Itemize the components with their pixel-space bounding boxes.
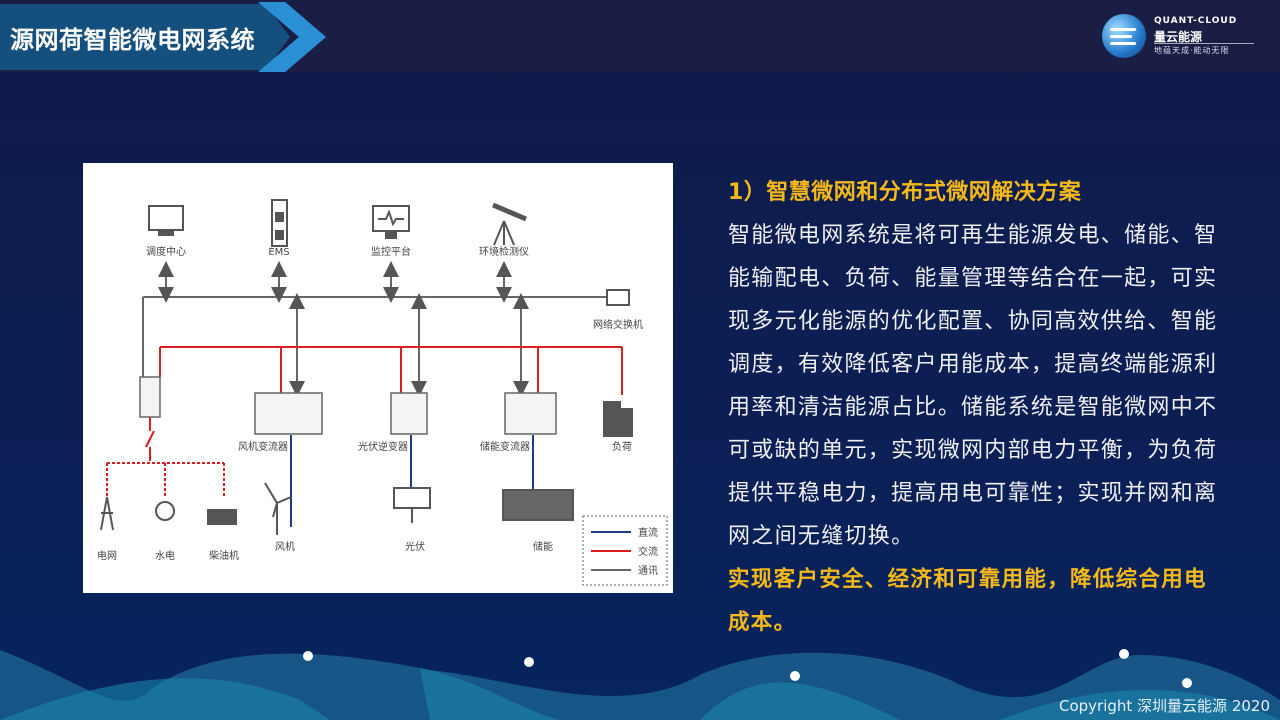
storage-converter-icon [504,392,557,435]
title-band [0,4,290,70]
hydro-icon [155,501,175,521]
logo-divider [1154,43,1254,44]
environment-monitor-icon [492,202,527,246]
wind-turbine-icon [264,482,292,535]
legend-ac: 交流 [638,545,658,558]
switch-label: 网络交换机 [593,318,643,331]
source-label: 水电 [155,549,175,562]
globe-logo-icon [1102,14,1146,58]
converter-label: 风机变流器 [238,440,288,453]
logo-slogan: 地蕴天成·能动无限 [1154,46,1230,55]
generator-label: 光伏 [405,540,425,553]
description: 1）智慧微网和分布式微网解决方案 智能微电网系统是将可再生能源发电、储能、智 能… [728,172,1248,644]
logo-english: QUANT-CLOUD [1154,16,1238,26]
building-load-icon [603,401,633,437]
dispatch-center-icon [148,205,184,236]
diesel-generator-icon [207,509,237,525]
paragraph-line: 调度，有效降低客户用能成本，提高终端能源利 [728,352,1218,377]
section-heading: 1）智慧微网和分布式微网解决方案 [728,180,1082,205]
monitor-platform-icon [372,205,410,239]
logo-chinese: 量云能源 [1154,30,1203,44]
top-node-label: 环境检测仪 [479,245,529,258]
paragraph-line: 现多元化能源的优化配置、协同高效供给、智能 [728,309,1218,334]
paragraph-line: 智能微电网系统是将可再生能源发电、储能、智 [728,223,1218,248]
ac-bus [106,346,623,497]
page-title: 源网荷智能微电网系统 [10,26,255,54]
grid-tower-icon [100,496,114,531]
legend-dc: 直流 [638,526,658,539]
highlight-line: 实现客户安全、经济和可靠用能，降低综合用电 [728,567,1207,592]
pv-inverter-icon [390,392,428,435]
generator-label: 储能 [533,540,553,553]
generator-label: 风机 [275,540,295,553]
copyright: Copyright 深圳量云能源 2020 [1058,697,1270,715]
highlight-line: 成本。 [728,610,797,635]
source-label: 柴油机 [209,549,239,562]
load-label: 负荷 [612,440,632,453]
breaker-cabinet-icon [139,376,161,418]
wind-converter-icon [254,392,323,435]
paragraph-line: 用率和清洁能源占比。储能系统是智能微网中不 [728,395,1218,420]
ems-cabinet-icon [271,199,288,247]
header-bar: 源网荷智能微电网系统 QUANT-CLOUD 量云能源 地蕴天成·能动无限 [0,0,1280,72]
dc-lines [290,435,534,527]
paragraph-line: 网之间无缝切换。 [728,524,915,549]
top-node-label: EMS [268,247,289,258]
microgrid-diagram: 调度中心 EMS 监控平台 环境检测仪 网络交换机 风机变流器 光伏逆变器 储能… [83,163,673,593]
top-node-label: 调度中心 [146,245,186,258]
paragraph-line: 能输配电、负荷、能量管理等结合在一起，可实 [728,266,1218,291]
network-switch-icon [606,289,630,306]
paragraph-line: 提供平稳电力，提高用电可靠性；实现并网和离 [728,481,1218,506]
wave-decoration [0,649,1280,720]
top-node-label: 监控平台 [371,245,411,258]
company-logo: QUANT-CLOUD 量云能源 地蕴天成·能动无限 [1100,12,1270,60]
wave-dots [303,649,1192,688]
communication-bus [142,261,608,397]
legend: 直流 交流 通讯 [582,515,668,586]
legend-comm: 通讯 [638,565,658,577]
paragraph-line: 可或缺的单元，实现微网内部电力平衡，为负荷 [728,438,1218,463]
converter-label: 光伏逆变器 [358,440,408,453]
battery-container-icon [502,489,574,521]
source-label: 电网 [97,549,117,562]
solar-panel-icon [393,487,431,509]
converter-label: 储能变流器 [480,440,530,453]
